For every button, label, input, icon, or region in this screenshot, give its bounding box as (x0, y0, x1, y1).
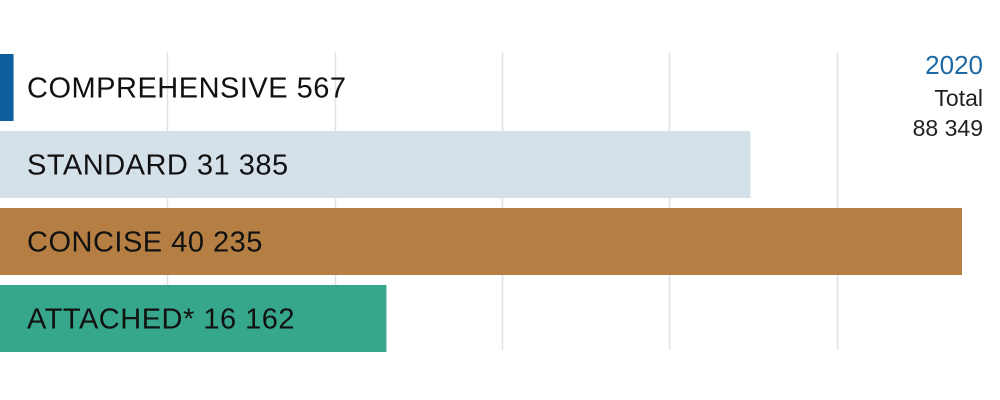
bar-attached (0, 285, 387, 352)
total-label: Total (934, 85, 983, 111)
bar-standard (0, 131, 751, 198)
bar-label-concise: CONCISE 40 235 (27, 227, 263, 259)
bar-label-standard: STANDARD 31 385 (27, 150, 289, 182)
bar-label-comprehensive: COMPREHENSIVE 567 (27, 73, 347, 105)
year-label: 2020 (925, 50, 983, 80)
total-value: 88 349 (913, 115, 983, 141)
bar-concise (0, 208, 962, 275)
bars (0, 54, 962, 352)
bar-comprehensive (0, 54, 14, 121)
bar-label-attached: ATTACHED* 16 162 (27, 304, 295, 336)
